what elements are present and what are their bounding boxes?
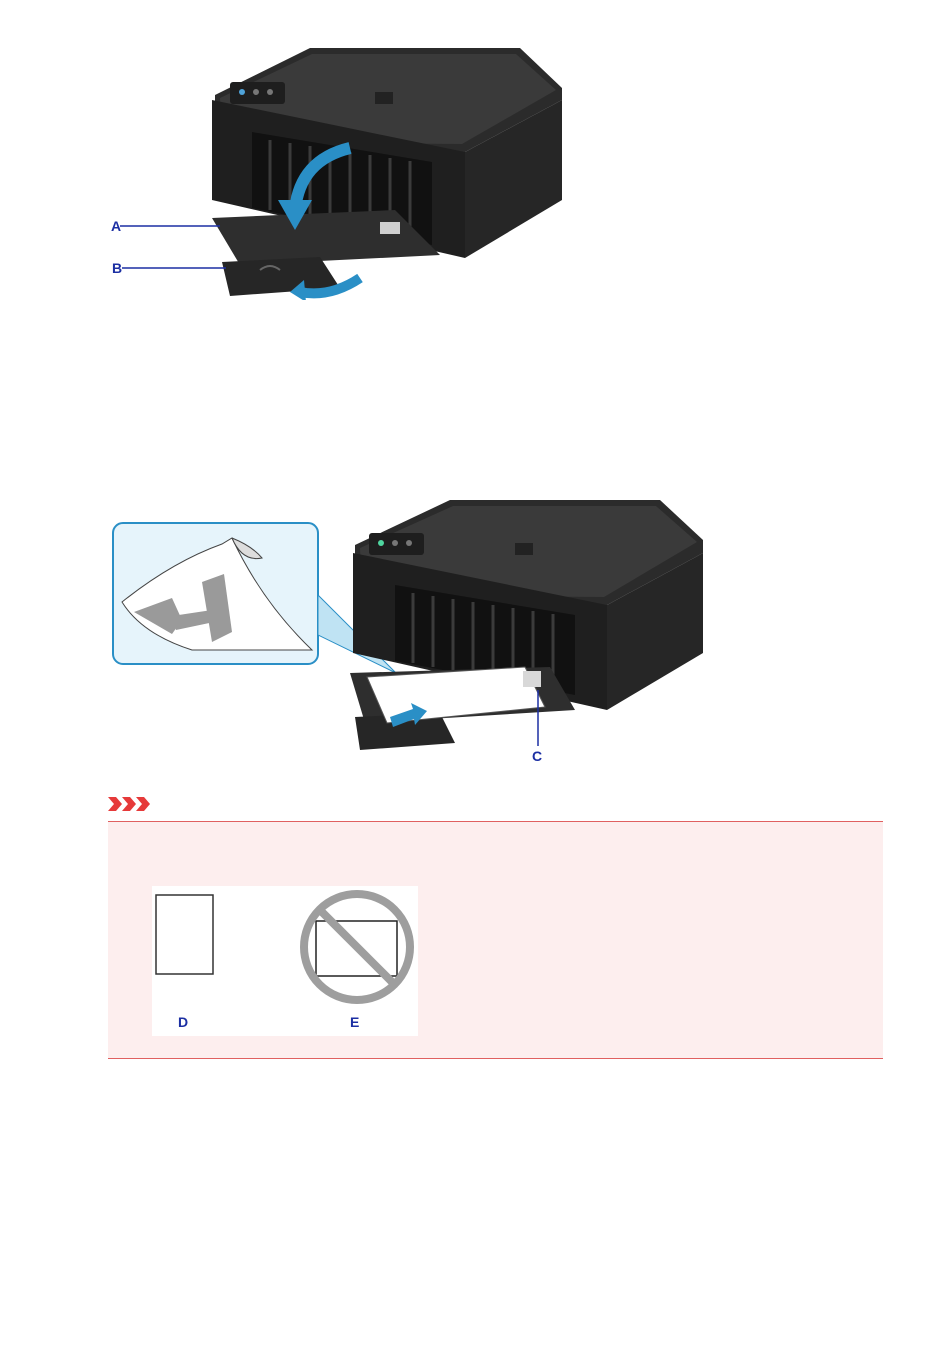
portrait-orientation-figure <box>155 894 215 976</box>
callout-line-a <box>120 224 220 228</box>
label-a: A <box>111 218 121 234</box>
label-d: D <box>178 1014 188 1030</box>
callout-line-b <box>122 266 226 270</box>
callout-line-c <box>536 690 540 746</box>
label-c: C <box>532 748 542 764</box>
orientation-figure: D E <box>152 886 418 1036</box>
zoom-inset-print-side <box>112 522 322 666</box>
prohibited-landscape-icon <box>298 888 416 1006</box>
important-icon <box>108 797 152 811</box>
label-e: E <box>350 1014 359 1030</box>
important-box: D E <box>108 821 883 1059</box>
printer-figure-loading-paper <box>345 495 715 755</box>
printer-figure-tray-open <box>200 40 580 300</box>
label-b: B <box>112 260 122 276</box>
